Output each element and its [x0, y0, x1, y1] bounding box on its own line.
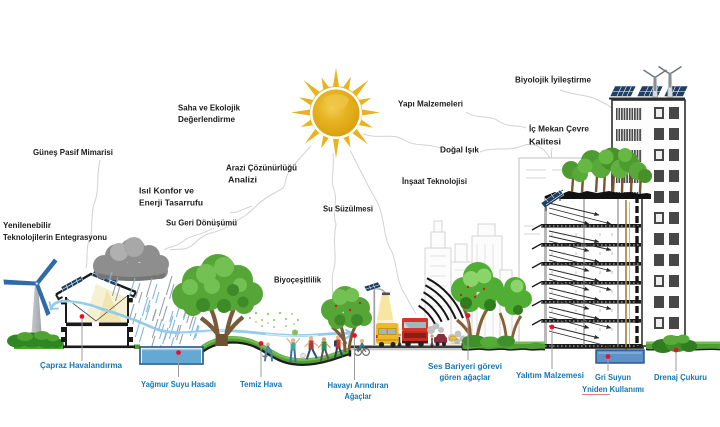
- svg-text:Teknolojilerin Entegrasyonu: Teknolojilerin Entegrasyonu: [3, 232, 107, 242]
- svg-text:Isıl Konfor ve: Isıl Konfor ve: [139, 186, 194, 196]
- svg-text:Saha ve Ekolojik: Saha ve Ekolojik: [178, 103, 240, 113]
- svg-text:gören ağaçlar: gören ağaçlar: [440, 373, 492, 382]
- svg-text:Kalitesi: Kalitesi: [529, 137, 561, 147]
- svg-text:Yenilenebilir: Yenilenebilir: [3, 220, 52, 230]
- svg-text:Yağmur Suyu Hasadı: Yağmur Suyu Hasadı: [141, 380, 216, 389]
- svg-text:Arazi Çözünürlüğü: Arazi Çözünürlüğü: [226, 163, 297, 173]
- svg-text:Yapı Malzemeleri: Yapı Malzemeleri: [398, 99, 463, 109]
- svg-text:Havayı Arındıran: Havayı Arındıran: [328, 381, 389, 390]
- svg-text:İç Mekan Çevre: İç Mekan Çevre: [529, 124, 589, 134]
- svg-text:İnşaat Teknolojisi: İnşaat Teknolojisi: [402, 176, 467, 186]
- svg-text:Biyolojik İyileştirme: Biyolojik İyileştirme: [515, 75, 591, 85]
- svg-text:Enerji Tasarrufu: Enerji Tasarrufu: [139, 198, 203, 208]
- svg-text:Gri Suyun: Gri Suyun: [595, 373, 631, 382]
- svg-text:Su Geri Dönüşümü: Su Geri Dönüşümü: [166, 218, 237, 228]
- svg-text:Ağaçlar: Ağaçlar: [345, 392, 373, 401]
- svg-text:Yniden Kullanımı: Yniden Kullanımı: [582, 385, 644, 394]
- svg-text:Analizi: Analizi: [228, 175, 257, 185]
- svg-text:Doğal Işık: Doğal Işık: [440, 145, 479, 155]
- svg-text:Biyoçeşitlilik: Biyoçeşitlilik: [274, 275, 321, 285]
- svg-text:Su Süzülmesi: Su Süzülmesi: [323, 204, 373, 214]
- svg-text:Temiz Hava: Temiz Hava: [240, 380, 282, 389]
- svg-text:Güneş Pasif Mimarisi: Güneş Pasif Mimarisi: [33, 147, 113, 157]
- svg-text:Drenaj Çukuru: Drenaj Çukuru: [654, 373, 707, 382]
- svg-text:Yalıtım Malzemesi: Yalıtım Malzemesi: [516, 371, 584, 380]
- svg-text:Değerlendirme: Değerlendirme: [178, 114, 235, 124]
- svg-text:Çapraz Havalandırma: Çapraz Havalandırma: [40, 361, 122, 370]
- svg-text:Ses Bariyeri görevi: Ses Bariyeri görevi: [428, 362, 502, 371]
